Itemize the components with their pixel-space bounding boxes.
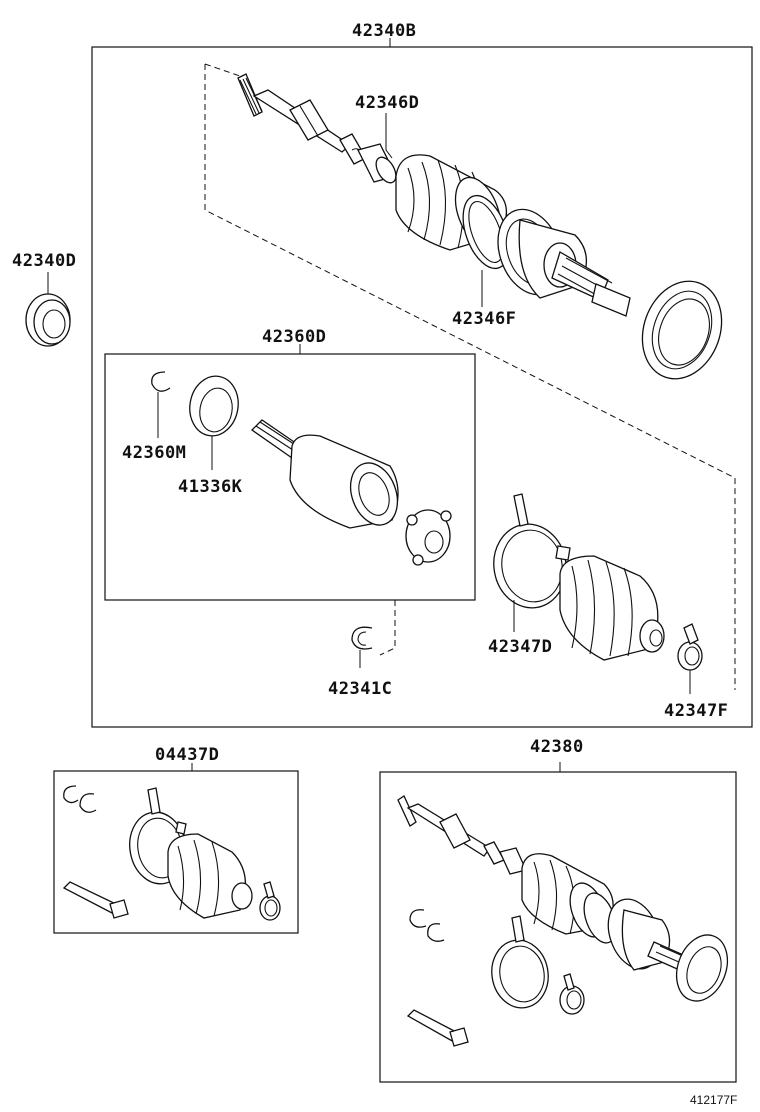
label-42346F[interactable]: 42346F	[452, 309, 516, 329]
frame-42380	[379, 771, 737, 1083]
tripod-joint	[405, 509, 452, 566]
subassembly-42360D-group: 42360D 42360M 41336K	[104, 327, 476, 601]
label-42380[interactable]: 42380	[530, 737, 584, 757]
label-41336K[interactable]: 41336K	[178, 477, 243, 497]
frame-42340B	[91, 46, 753, 728]
label-42340B[interactable]: 42340B	[352, 21, 416, 41]
drive-shaft	[237, 73, 397, 184]
label-04437D[interactable]: 04437D	[155, 745, 219, 765]
diagram-code: 412177F	[690, 1093, 737, 1107]
label-42346D[interactable]: 42346D	[355, 93, 419, 113]
outer-cv-joint	[497, 208, 631, 317]
frame-42360D	[104, 353, 476, 601]
label-42360M[interactable]: 42360M	[122, 443, 186, 463]
snap-ring-42360M	[151, 371, 171, 392]
exploded-outline-lower	[379, 600, 396, 656]
label-42347F[interactable]: 42347F	[664, 701, 728, 721]
exploded-outline-top	[204, 63, 241, 77]
seal-ring-right	[641, 280, 723, 380]
label-42340D[interactable]: 42340D	[12, 251, 76, 271]
part-42340D-group: 42340D	[12, 251, 76, 347]
leader-42346D	[385, 113, 393, 159]
inner-boot	[559, 555, 665, 661]
snap-ring-42341C	[351, 626, 373, 650]
seal-41336K	[189, 375, 239, 437]
inner-joint-housing	[250, 419, 399, 529]
label-42360D[interactable]: 42360D	[262, 327, 326, 347]
label-42347D[interactable]: 42347D	[488, 637, 552, 657]
exploded-outline-upper	[204, 64, 736, 690]
kit-04437D-group: 04437D	[53, 745, 299, 934]
assembly-42380-group: 42380	[379, 737, 737, 1083]
label-42341C[interactable]: 42341C	[328, 679, 392, 699]
clamp-42347D	[493, 493, 571, 609]
frame-04437D	[53, 770, 299, 934]
assembly-42340B-group: 42340B	[91, 21, 753, 728]
clamp-42347F	[677, 623, 703, 671]
